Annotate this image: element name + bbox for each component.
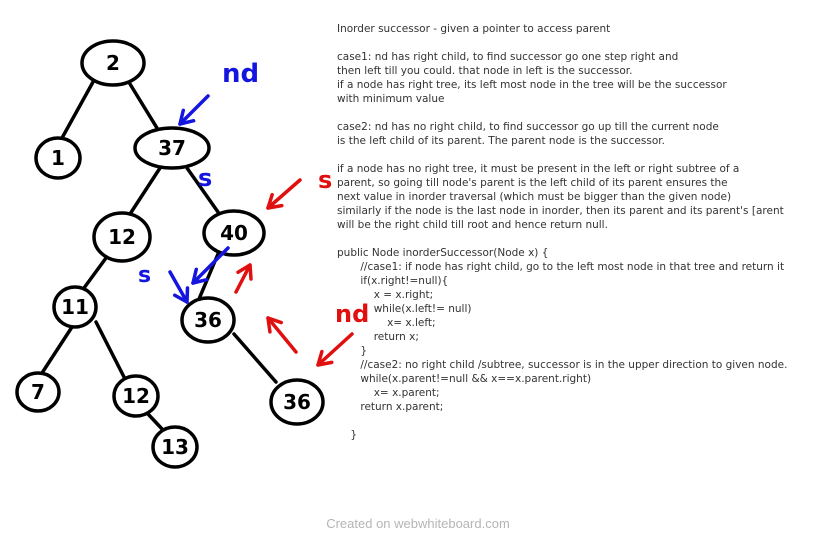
annotation-s-blue-left: s [138, 263, 151, 288]
annotation-nd-blue: nd [222, 59, 259, 89]
explanation-line: } [337, 429, 358, 441]
tree-node-n11 [52, 285, 98, 329]
tree-edge [128, 82, 159, 130]
tree-edge [60, 80, 95, 140]
arrow-up-to-40 [234, 263, 252, 294]
arrow-to-successor-40 [266, 178, 302, 210]
arrow-up-to-36-head [266, 316, 283, 334]
explanation-line: will be the right child till root and he… [337, 219, 608, 231]
tree-node-n36b [269, 378, 325, 426]
tree-node-n2 [80, 39, 146, 87]
explanation-line [337, 148, 832, 162]
tree-node-label: 2 [106, 51, 120, 75]
explanation-line: if a node has no right tree, it must be … [337, 163, 740, 175]
explanation-line: public Node inorderSuccessor(Node x) { [337, 247, 549, 259]
explanation-line: with minimum value [337, 93, 445, 105]
arrow-s-to-node-head [172, 286, 190, 304]
explanation-text: Inorder successor - given a pointer to a… [337, 22, 832, 442]
annotation-s-red: s [318, 166, 332, 194]
explanation-line [337, 36, 832, 50]
arrow-to-nd [178, 94, 210, 126]
explanation-line: x = x.right; [337, 289, 434, 301]
tree-edge [128, 166, 162, 216]
explanation-line: //case1: if node has right child, go to … [337, 261, 785, 273]
arrow-to-nd-36 [316, 332, 354, 367]
tree-node-label: 11 [61, 295, 89, 319]
tree-edge [185, 166, 220, 214]
arrow-s-to-node [168, 270, 189, 304]
explanation-line: similarly if the node is the last node i… [337, 205, 784, 217]
tree-node-label: 12 [108, 225, 136, 249]
explanation-line: if(x.right!=null){ [337, 275, 449, 287]
tree-node-n36a [180, 296, 236, 344]
tree-node-n12b [112, 374, 160, 418]
arrow-down-to-successor [191, 246, 230, 285]
explanation-line: //case2: no right child /subtree, succes… [337, 359, 788, 371]
tree-node-n40 [202, 209, 266, 257]
explanation-line: parent, so going till node's parent is t… [337, 177, 728, 189]
explanation-line: Inorder successor - given a pointer to a… [337, 23, 611, 35]
arrow-to-nd-36-head [316, 349, 334, 367]
footer-credit[interactable]: Created on webwhiteboard.com [326, 516, 510, 531]
explanation-line: x= x.parent; [337, 387, 440, 399]
tree-edge [82, 256, 108, 290]
tree-node-label: 36 [194, 308, 222, 332]
tree-node-label: 12 [122, 384, 150, 408]
tree-node-label: 40 [220, 221, 248, 245]
tree-edge [146, 412, 165, 432]
tree-node-label: 13 [161, 435, 189, 459]
explanation-line: } [337, 345, 368, 357]
tree-edge [94, 320, 126, 379]
explanation-line: return x; [337, 331, 419, 343]
explanation-line: case1: nd has right child, to find succe… [337, 51, 679, 63]
arrow-up-to-36 [266, 316, 298, 354]
tree-edge [232, 332, 278, 384]
arrow-to-nd-head [178, 108, 196, 126]
explanation-line: return x.parent; [337, 401, 444, 413]
explanation-line: if a node has right tree, its left most … [337, 79, 727, 91]
explanation-line: while(x.left!= null) [337, 303, 472, 315]
tree-node-label: 7 [31, 380, 45, 404]
explanation-line: case2: nd has no right child, to find su… [337, 121, 719, 133]
explanation-line: then left till you could. that node in l… [337, 65, 633, 77]
tree-node-label: 37 [158, 136, 186, 160]
tree-edge [40, 325, 74, 375]
arrow-up-to-40-head [236, 263, 253, 281]
explanation-line: while(x.parent!=null && x==x.parent.righ… [337, 373, 592, 385]
annotation-s-blue-top: s [198, 164, 212, 192]
tree-node-n13 [151, 425, 199, 469]
explanation-line: is the left child of its parent. The par… [337, 135, 665, 147]
explanation-line: next value in inorder traversal (which m… [337, 191, 732, 203]
arrow-to-successor-40-head [266, 192, 284, 210]
tree-node-n7 [15, 371, 61, 413]
explanation-line [337, 106, 832, 120]
annotation-nd-red: nd [335, 300, 369, 328]
tree-node-n12a [92, 211, 152, 263]
explanation-line: x= x.left; [337, 317, 436, 329]
tree-node-n1 [34, 136, 82, 180]
tree-node-label: 36 [283, 390, 311, 414]
explanation-line [337, 414, 832, 428]
arrow-down-to-successor-head [191, 267, 209, 285]
tree-node-n37 [133, 126, 211, 170]
explanation-line [337, 232, 832, 246]
tree-node-label: 1 [51, 146, 65, 170]
